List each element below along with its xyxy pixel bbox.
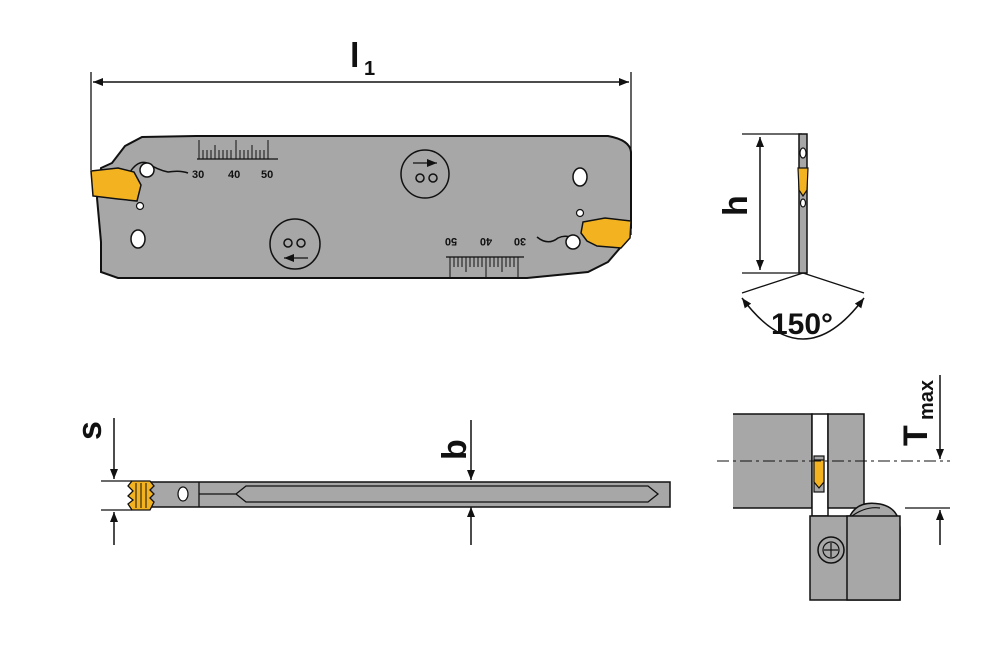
- right-insert: [580, 217, 632, 249]
- width-s-label: s: [71, 421, 109, 440]
- installation-view: T max: [717, 375, 950, 601]
- bottom-scale: 50 40 30: [445, 235, 526, 277]
- angle-label: 150°: [771, 308, 833, 341]
- mounting-hole: [572, 167, 588, 187]
- direction-medallion-left: [269, 218, 321, 270]
- scale-bottom-label-1: 50: [445, 235, 457, 247]
- top-scale: 30 40 50: [192, 140, 278, 181]
- length-label: l: [350, 37, 359, 75]
- scale-top-label-2: 40: [228, 169, 240, 181]
- blade-end-view: h 150°: [717, 133, 865, 341]
- width-b-label: b: [436, 439, 474, 460]
- angle-arc: [741, 297, 865, 340]
- scale-top-label-3: 50: [261, 169, 273, 181]
- blade-side-view: l 1 30 40 50: [90, 37, 632, 279]
- left-insert: [90, 167, 142, 202]
- installed-insert: [813, 459, 825, 489]
- scale-bottom-label-2: 40: [480, 235, 492, 247]
- depth-label: T: [897, 425, 935, 446]
- scale-bottom-label-3: 30: [514, 235, 526, 247]
- scale-top-label-1: 30: [192, 169, 204, 181]
- height-label: h: [717, 195, 755, 216]
- length-subscript: 1: [364, 58, 375, 80]
- blade-top-view: s b: [71, 418, 671, 545]
- blade-body: [95, 135, 632, 279]
- profile-insert: [797, 167, 809, 198]
- direction-medallion-right: [400, 149, 450, 199]
- depth-subscript: max: [916, 380, 938, 420]
- mounting-hole: [130, 229, 146, 249]
